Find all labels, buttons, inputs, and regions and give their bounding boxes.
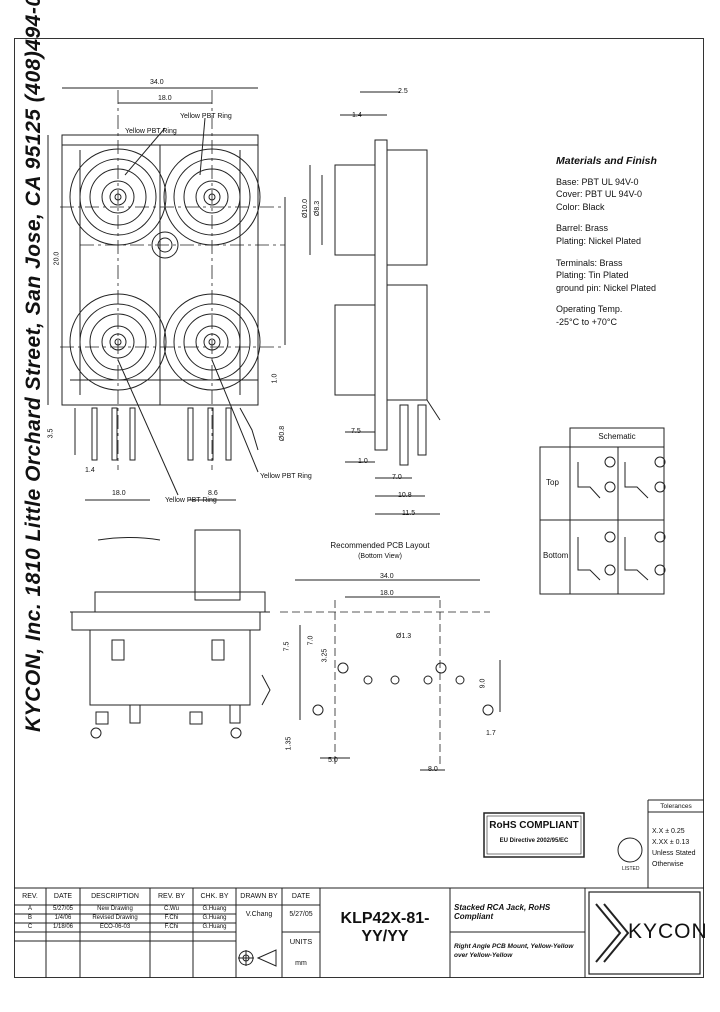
dim-3-5: 3.5 [47, 428, 55, 439]
table-cell: 1/18/06 [52, 924, 74, 930]
table-cell: G.Huang [202, 924, 227, 930]
pcb-dim-34: 34.0 [380, 573, 394, 580]
pcb-dim-18: 18.0 [380, 590, 394, 597]
side-dim-2-5: 2.5 [398, 88, 408, 95]
tolerance-line: Otherwise [652, 861, 684, 868]
material-line: Base: PBT UL 94V-0 [556, 176, 639, 187]
pcb-layout [280, 579, 501, 771]
ring-label-2: Yellow PBT Ring [180, 113, 232, 120]
product-detail: Right Angle PCB Mount, Yellow-Yellow ove… [454, 943, 574, 959]
table-cell: B [27, 915, 32, 921]
material-line: Terminals: Brass [556, 257, 623, 268]
table-cell: F.Chi [164, 924, 179, 930]
drawn-date-header: DATE [291, 893, 311, 900]
schematic-top-label: Top [546, 478, 559, 487]
rev-header: REV. [22, 893, 38, 900]
table-cell: A [27, 906, 32, 912]
schematic-box [539, 427, 666, 595]
table-cell: 5/27/05 [52, 906, 74, 912]
pcb-dim-9: 9.0 [479, 678, 487, 689]
table-cell: ECO-06-03 [99, 924, 131, 930]
side-dim-7-0: 7.0 [392, 474, 402, 481]
schematic-title: Schematic [598, 432, 636, 441]
drawing-border [14, 38, 704, 978]
table-cell: 1/4/06 [54, 915, 72, 921]
side-dim-1-4: 1.4 [352, 112, 362, 119]
units-value: mm [295, 960, 307, 967]
pcb-subtitle: (Bottom View) [358, 553, 402, 560]
kycon-logo: KYCON [628, 920, 708, 943]
table-cell: C.Wu [164, 906, 179, 912]
units-label: UNITS [289, 937, 313, 946]
side-dim-8-3: Ø8.3 [314, 200, 322, 217]
drawn-date: 5/27/05 [289, 911, 313, 918]
table-cell: F.Chi [164, 915, 179, 921]
date-header: DATE [53, 893, 73, 900]
material-line: -25°C to +70°C [556, 316, 617, 327]
dim-18b: 18.0 [112, 490, 126, 497]
profile-view [70, 529, 271, 739]
side-dim-10: Ø10.0 [302, 198, 310, 219]
ul-listed-mark: LISTED [622, 866, 640, 872]
rohs-box [483, 812, 585, 858]
drawn-by-header: DRAWN BY [240, 893, 278, 900]
dim-pin: Ø0.8 [279, 425, 287, 442]
material-line: Plating: Tin Plated [556, 270, 629, 281]
dim-1-4: 1.4 [85, 467, 95, 474]
pcb-dim-1-7: 1.7 [486, 730, 496, 737]
material-line: ground pin: Nickel Plated [556, 282, 657, 293]
front-view [47, 87, 286, 501]
dim-34: 34.0 [150, 79, 164, 86]
part-number: KLP42X-81-YY/YY [340, 910, 430, 945]
pcb-title: Recommended PCB Layout [330, 541, 430, 550]
dim-8-6: 8.6 [208, 490, 218, 497]
rev-by-header: REV. BY [158, 893, 185, 900]
side-dim-1-0: 1.0 [358, 458, 368, 465]
ring-label-3: Yellow PBT Ring [165, 497, 217, 504]
dim-20: 20.0 [53, 251, 61, 266]
table-cell: New Drawing [97, 906, 133, 912]
ring-label-1: Yellow PBT Ring [125, 128, 177, 135]
dim-18: 18.0 [158, 95, 172, 102]
description-header: DESCRIPTION [91, 893, 139, 900]
pcb-dim-7-5: 7.5 [283, 641, 291, 652]
rohs-sub: EU Directive 2002/95/EC [499, 838, 569, 844]
tolerances-list: X.X ± 0.25 X.XX ± 0.13 Unless Stated Oth… [652, 826, 696, 870]
tolerance-line: X.X ± 0.25 [652, 828, 685, 835]
ring-label-4: Yellow PBT Ring [260, 473, 312, 480]
material-line: Barrel: Brass [556, 223, 609, 234]
side-dim-7-5: 7.5 [351, 428, 361, 435]
dim-1-0: 1.0 [271, 373, 279, 384]
pcb-dim-1-35: 1.35 [285, 736, 293, 751]
side-view [309, 91, 441, 515]
material-line: Operating Temp. [556, 304, 623, 315]
pcb-dim-7: 7.0 [307, 635, 315, 646]
material-line: Color: Black [556, 201, 605, 212]
materials-title: Materials and Finish [556, 155, 657, 167]
title-block-lines [14, 799, 704, 978]
schematic-bottom-label: Bottom [543, 551, 569, 560]
material-line: Cover: PBT UL 94V-0 [556, 189, 643, 200]
chk-by-header: CHK. BY [200, 893, 229, 900]
drawn-by: V.Chang [245, 911, 273, 918]
table-cell: C [27, 924, 33, 930]
materials-and-finish: Materials and Finish Base: PBT UL 94V-0 … [556, 155, 686, 329]
material-line: Plating: Nickel Plated [556, 235, 642, 246]
pcb-dim-hole: Ø1.3 [396, 633, 412, 640]
rohs-title: RoHS COMPLIANT [489, 820, 579, 831]
side-dim-10-8: 10.8 [398, 492, 412, 499]
tolerance-line: X.XX ± 0.13 [652, 839, 690, 846]
table-cell: G.Huang [202, 906, 227, 912]
pcb-dim-8: 8.0 [428, 766, 438, 773]
side-dim-11-5: 11.5 [402, 510, 416, 517]
product-description: Stacked RCA Jack, RoHS Compliant [454, 903, 551, 921]
pcb-dim-5: 5.0 [328, 757, 338, 764]
pcb-dim-3-25: 3.25 [321, 648, 329, 663]
table-cell: Revised Drawing [92, 915, 138, 921]
tolerances-title: Tolerances [660, 803, 692, 810]
kycon-logo-box [588, 891, 701, 975]
table-cell: G.Huang [202, 915, 227, 921]
tolerance-line: Unless Stated [652, 850, 696, 857]
